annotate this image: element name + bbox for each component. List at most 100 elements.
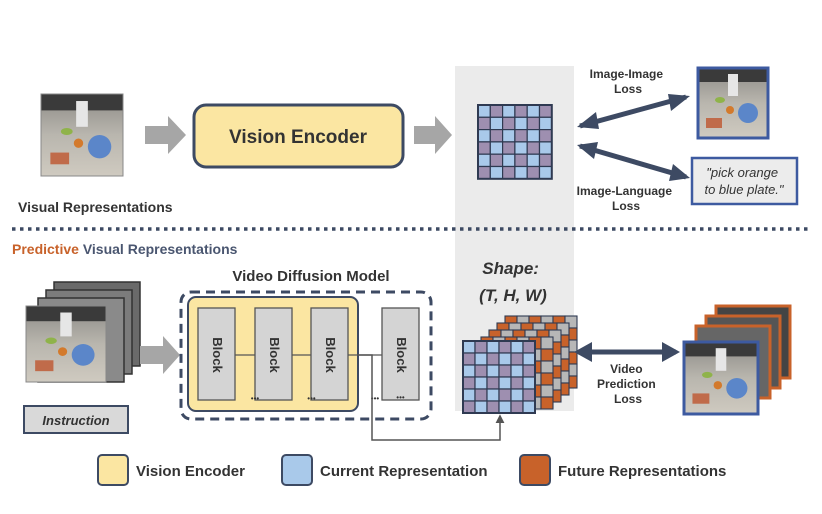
grid-cell — [498, 364, 512, 378]
grid-cell — [522, 340, 536, 354]
grid-cell — [538, 141, 553, 155]
block-2: Block — [254, 307, 293, 401]
grid-cell — [477, 165, 491, 180]
grid-cell — [502, 165, 516, 180]
grid-cell — [489, 141, 504, 155]
grid-cell — [522, 388, 536, 402]
grid-cell — [510, 400, 524, 414]
grid-cell — [526, 104, 541, 118]
grid-cell — [474, 376, 488, 390]
legend-label: Current Representation — [320, 463, 488, 480]
image-language-loss-label: Image-Language Loss — [577, 184, 676, 213]
instruction-label: Instruction — [42, 413, 109, 428]
video-diffusion-model-title: Video Diffusion Model — [232, 268, 389, 285]
grid-cell — [510, 352, 524, 366]
target-image-top — [696, 66, 770, 140]
instruction-box — [23, 405, 129, 434]
predicted-video-stack — [682, 304, 792, 416]
grid-cell — [498, 352, 512, 366]
grid-cell — [462, 340, 476, 354]
grid-cell — [462, 388, 476, 402]
grid-cell — [477, 116, 491, 131]
grid-cell — [514, 104, 528, 118]
current-representation-grid — [477, 104, 553, 180]
grid-cell — [486, 364, 500, 378]
video-diffusion-model-frame — [179, 290, 433, 421]
block-1: Block — [197, 307, 236, 401]
grid-cell — [486, 376, 500, 390]
image-image-arrow — [579, 94, 687, 129]
grid-cell — [522, 352, 536, 366]
legend-swatch — [97, 454, 129, 486]
grid-cell — [489, 165, 504, 180]
grid-cell — [489, 104, 504, 118]
grid-cell — [510, 376, 524, 390]
grid-cell — [514, 141, 528, 155]
grid-cell — [462, 400, 476, 414]
grid-cell — [540, 348, 554, 362]
predictive-visual-representations-label: Predictive Visual Representations — [12, 241, 238, 257]
grid-cell — [522, 400, 536, 414]
grid-cell — [526, 116, 541, 131]
grid-cell — [540, 396, 554, 410]
grid-cell — [489, 153, 504, 168]
legend-swatch — [519, 454, 551, 486]
image-image-loss-label: Image-Image Loss — [590, 67, 667, 96]
legend-label: Future Representations — [558, 463, 726, 480]
grid-cell — [538, 104, 553, 118]
image-language-arrow — [579, 143, 687, 180]
grid-cell — [502, 141, 516, 155]
grid-cell — [486, 352, 500, 366]
grid-cell — [474, 364, 488, 378]
grid-cell — [510, 364, 524, 378]
grid-cell — [526, 141, 541, 155]
caption-box — [690, 156, 799, 206]
shape-label: Shape: (T, H, W) — [479, 259, 547, 305]
legend-swatch — [281, 454, 313, 486]
video-prediction-loss-label: Video Prediction Loss — [597, 362, 659, 406]
grid-cell — [474, 352, 488, 366]
block-ellipsis: ••• — [307, 394, 316, 403]
grid-cell — [538, 153, 553, 168]
arrow-to-grid — [414, 116, 452, 154]
grid-cell — [498, 340, 512, 354]
grid-cell — [486, 400, 500, 414]
grid-cell — [502, 153, 516, 168]
legend-item: Future Representations — [519, 454, 726, 486]
grid-cell — [474, 388, 488, 402]
grid-cell — [510, 388, 524, 402]
block-3: Block — [310, 307, 349, 401]
visual-representations-suffix: Visual Representations — [79, 241, 238, 257]
current-grid-front — [462, 340, 536, 414]
input-image-top — [40, 93, 124, 177]
input-video-stack — [25, 281, 141, 383]
grid-cell — [538, 116, 553, 131]
block-4: Block ••• — [381, 307, 420, 402]
legend-item: Current Representation — [281, 454, 488, 486]
visual-representations-label: Visual Representations — [18, 199, 173, 215]
grid-cell — [477, 141, 491, 155]
grid-cell — [540, 360, 554, 374]
legend: Vision Encoder Current Representation Futu… — [97, 454, 726, 486]
block-ellipsis: ••• — [251, 394, 260, 403]
future-representation-stack — [462, 315, 578, 414]
grid-cell — [538, 129, 553, 143]
vision-encoder-box — [192, 103, 405, 169]
block-to-grid-connector — [358, 354, 505, 441]
top-grid-cells — [477, 104, 553, 180]
arrow-to-encoder — [145, 116, 186, 154]
caption-text: "pick orange to blue plate." — [704, 165, 784, 197]
grid-cell — [522, 364, 536, 378]
block-label: Block — [394, 337, 409, 373]
grid-cell — [498, 388, 512, 402]
grid-cell — [526, 165, 541, 180]
block-ellipsis: ••• — [396, 393, 405, 402]
grid-cell — [526, 153, 541, 168]
legend-label: Vision Encoder — [136, 463, 245, 480]
block-label: Block — [323, 337, 338, 373]
grid-cell — [514, 153, 528, 168]
grid-cell — [540, 384, 554, 398]
grid-cell — [489, 129, 504, 143]
